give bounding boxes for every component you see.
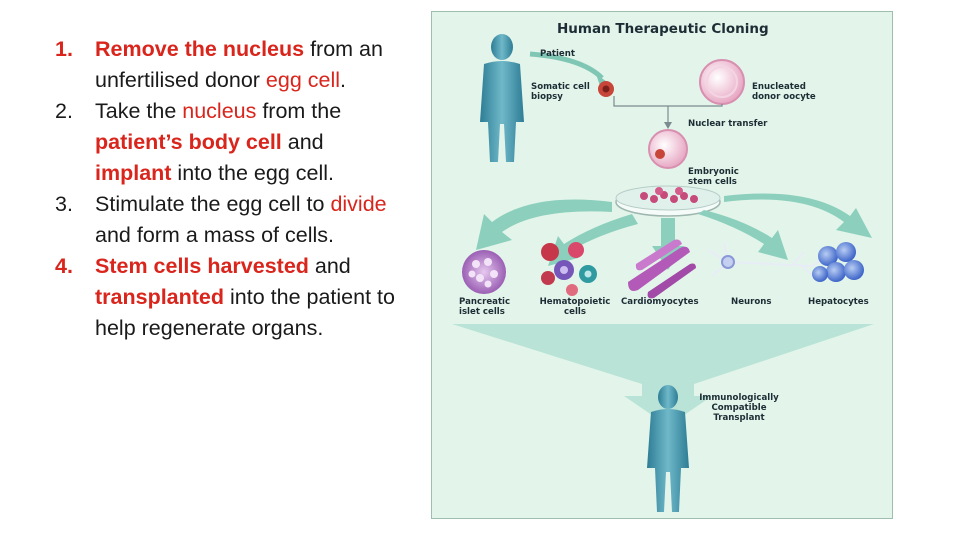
step-text: Stimulate the egg cell to bbox=[95, 192, 331, 216]
label-hematopoietic-cells: Hematopoietic cells bbox=[539, 297, 611, 317]
step-item: 2. Take the nucleus from the patient’s bo… bbox=[40, 96, 400, 189]
step-number: 3. bbox=[55, 192, 73, 216]
diagram-graphics bbox=[452, 34, 874, 512]
label-embryonic-stem-cells: Embryonic stem cells bbox=[688, 167, 739, 187]
step-text: and form a mass of cells. bbox=[95, 223, 334, 247]
step-highlight: nucleus bbox=[182, 99, 257, 123]
step-text: from an unfertilised donor bbox=[95, 37, 383, 92]
hepatocytes-icon bbox=[812, 242, 864, 282]
step-item: 4.Stem cells harvested and transplanted … bbox=[40, 251, 400, 344]
step-text: into the patient to help regenerate orga… bbox=[95, 285, 395, 340]
step-item: 1. Remove the nucleus from an unfertilise… bbox=[40, 34, 400, 96]
step-highlight: implant bbox=[95, 161, 172, 185]
funnel-arrow-icon bbox=[452, 324, 874, 426]
label-neurons: Neurons bbox=[731, 297, 772, 307]
step-text: and bbox=[308, 254, 351, 278]
step-number: 2. bbox=[55, 99, 73, 123]
label-pancreatic-islet-cells: Pancreatic islet cells bbox=[459, 297, 511, 317]
cardiomyocytes-icon bbox=[628, 239, 696, 299]
hematopoietic-cells-icon bbox=[541, 242, 597, 296]
label-somatic-cell-biopsy: Somatic cell biopsy bbox=[531, 82, 590, 102]
step-text: and bbox=[281, 130, 324, 154]
step-text: . bbox=[340, 68, 347, 92]
step-item: 3. Stimulate the egg cell to divide and f… bbox=[40, 189, 400, 251]
cloning-diagram: Human Therapeutic Cloning Patient Somati… bbox=[431, 11, 893, 519]
label-enucleated-donor-oocyte: Enucleated donor oocyte bbox=[752, 82, 816, 102]
label-cardiomyocytes: Cardiomyocytes bbox=[621, 297, 699, 307]
step-text: Take the bbox=[95, 99, 183, 123]
step-highlight: Remove the nucleus bbox=[95, 37, 305, 61]
step-highlight: Stem cells harvested bbox=[95, 254, 309, 278]
figure-title: Human Therapeutic Cloning bbox=[557, 21, 769, 37]
label-nuclear-transfer: Nuclear transfer bbox=[688, 119, 768, 129]
step-highlight: transplanted bbox=[95, 285, 225, 309]
label-hepatocytes: Hepatocytes bbox=[808, 297, 869, 307]
steps-list: 1. Remove the nucleus from an unfertilise… bbox=[40, 34, 400, 344]
patient-silhouette-icon bbox=[480, 34, 524, 162]
pancreatic-cells-icon bbox=[462, 250, 506, 294]
step-highlight: divide bbox=[330, 192, 387, 216]
petri-dish-icon bbox=[615, 185, 721, 217]
label-transplant: Immunologically Compatible Transplant bbox=[699, 393, 779, 423]
somatic-cell-icon bbox=[598, 81, 614, 97]
step-highlight: patient’s body cell bbox=[95, 130, 282, 154]
transplant-patient-silhouette-icon bbox=[647, 385, 689, 512]
label-patient: Patient bbox=[540, 49, 575, 59]
step-number: 1. bbox=[55, 37, 73, 61]
nuclear-transfer-egg-icon bbox=[648, 129, 688, 169]
step-text: from the bbox=[256, 99, 342, 123]
step-text: into the egg cell. bbox=[171, 161, 335, 185]
step-highlight: egg cell bbox=[265, 68, 341, 92]
step-number: 4. bbox=[55, 254, 73, 278]
enucleated-oocyte-icon bbox=[699, 59, 745, 105]
